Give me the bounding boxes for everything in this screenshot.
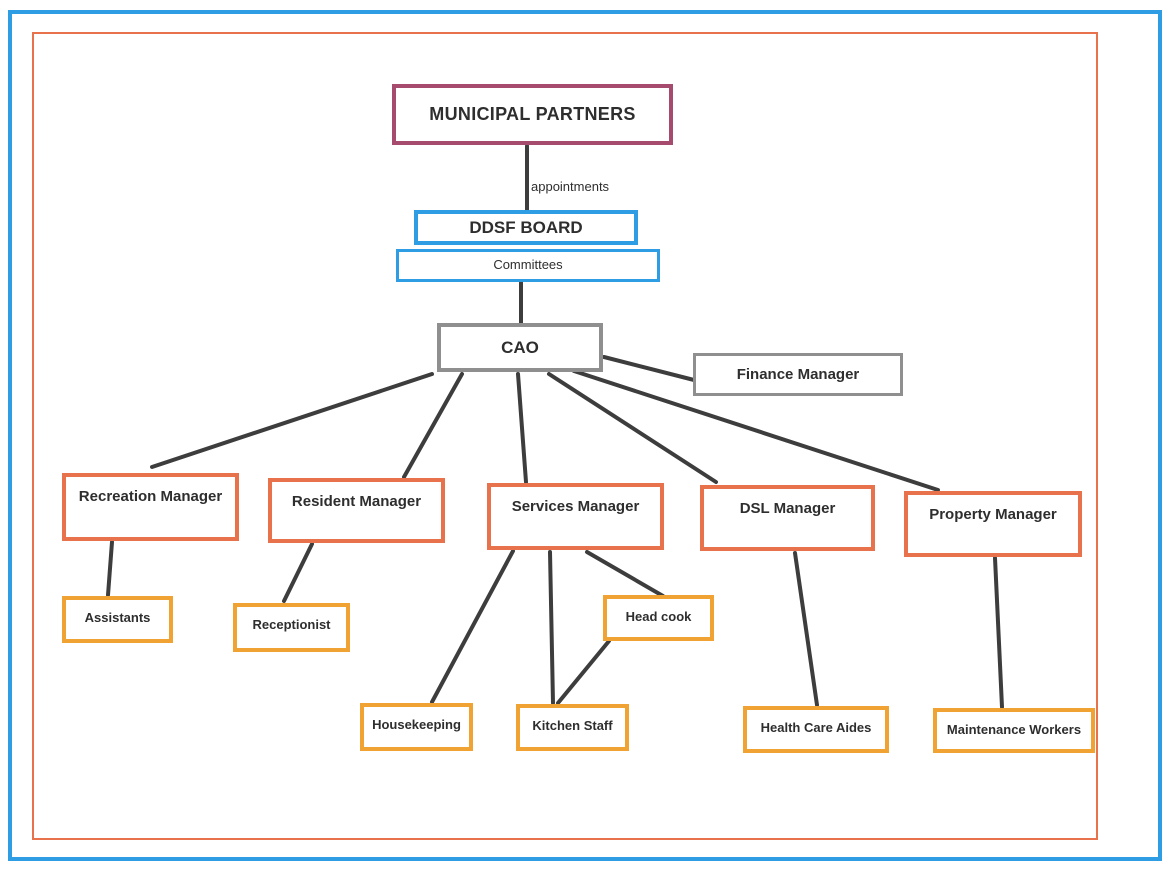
node-label-maintenance-workers: Maintenance Workers (946, 722, 1082, 737)
node-kitchen-staff: Kitchen Staff (516, 704, 629, 751)
node-label-housekeeping: Housekeeping (372, 717, 461, 732)
node-ddsf-board: DDSF BOARD (414, 210, 638, 245)
node-label-services-manager: Services Manager (511, 498, 640, 515)
node-label-municipal-partners: MUNICIPAL PARTNERS (429, 104, 636, 125)
node-label-health-care-aides: Health Care Aides (760, 720, 872, 735)
node-recreation-manager: Recreation Manager (62, 473, 239, 541)
node-health-care-aides: Health Care Aides (743, 706, 889, 753)
node-label-resident-manager: Resident Manager (291, 493, 422, 510)
node-resident-manager: Resident Manager (268, 478, 445, 543)
node-property-manager: Property Manager (904, 491, 1082, 557)
inner-orange-frame (32, 32, 1098, 840)
node-municipal-partners: MUNICIPAL PARTNERS (392, 84, 673, 145)
node-label-kitchen-staff: Kitchen Staff (532, 718, 613, 733)
node-label-cao: CAO (501, 337, 539, 357)
node-dsl-manager: DSL Manager (700, 485, 875, 551)
node-label-assistants: Assistants (84, 610, 151, 625)
node-label-property-manager: Property Manager (929, 506, 1057, 523)
node-head-cook: Head cook (603, 595, 714, 641)
node-receptionist: Receptionist (233, 603, 350, 652)
node-label-finance-manager: Finance Manager (736, 365, 860, 383)
node-label-recreation-manager: Recreation Manager (78, 488, 223, 505)
node-finance-manager: Finance Manager (693, 353, 903, 396)
node-label-ddsf-board: DDSF BOARD (469, 217, 583, 237)
node-label-receptionist: Receptionist (252, 617, 331, 632)
node-services-manager: Services Manager (487, 483, 664, 550)
node-maintenance-workers: Maintenance Workers (933, 708, 1095, 753)
outer-blue-frame (8, 10, 1162, 861)
node-label-head-cook: Head cook (625, 609, 692, 624)
appointments-edge-label: appointments (531, 179, 610, 194)
node-label-committees: Committees (493, 257, 563, 273)
node-label-dsl-manager: DSL Manager (739, 500, 836, 517)
node-committees: Committees (396, 249, 660, 282)
node-housekeeping: Housekeeping (360, 703, 473, 751)
node-cao: CAO (437, 323, 603, 372)
node-assistants: Assistants (62, 596, 173, 643)
